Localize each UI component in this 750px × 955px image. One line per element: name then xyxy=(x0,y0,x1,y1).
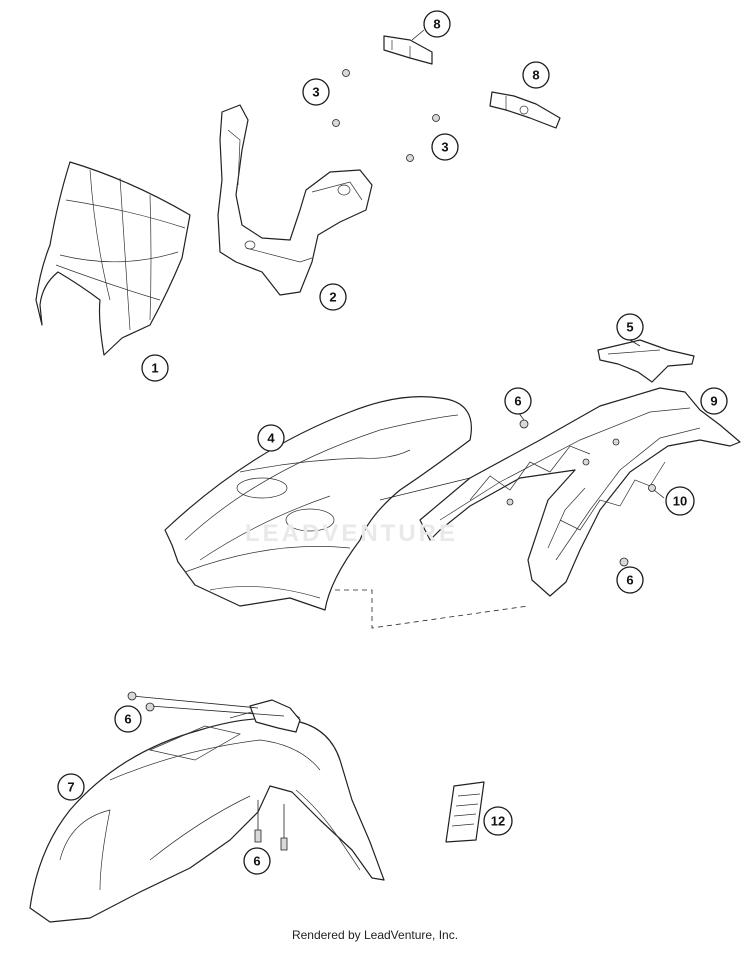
callout-1: 1 xyxy=(141,354,169,382)
part-tank-cover xyxy=(164,396,472,611)
svg-text:12: 12 xyxy=(491,814,505,829)
callout-3: 3 xyxy=(302,78,330,106)
svg-text:10: 10 xyxy=(673,494,687,509)
callout-12: 12 xyxy=(483,806,513,836)
svg-text:9: 9 xyxy=(710,394,717,409)
part-headlight-mask xyxy=(35,161,191,356)
callout-7: 7 xyxy=(57,773,85,801)
callout-6: 6 xyxy=(114,705,142,733)
svg-text:2: 2 xyxy=(329,290,336,305)
callout-4: 4 xyxy=(257,424,285,452)
callout-3: 3 xyxy=(431,133,459,161)
svg-text:5: 5 xyxy=(626,320,633,335)
part-headlight-bracket xyxy=(217,104,373,296)
svg-text:7: 7 xyxy=(67,780,74,795)
svg-text:8: 8 xyxy=(532,68,539,83)
part-fender-mount xyxy=(127,691,301,851)
svg-text:6: 6 xyxy=(514,394,521,409)
svg-text:6: 6 xyxy=(253,854,260,869)
assembly-line-tank xyxy=(335,589,529,629)
svg-text:3: 3 xyxy=(441,140,448,155)
callout-6: 6 xyxy=(504,387,532,415)
leader-10 xyxy=(653,489,665,499)
svg-text:4: 4 xyxy=(267,431,275,446)
svg-text:8: 8 xyxy=(433,17,440,32)
svg-text:1: 1 xyxy=(151,361,158,376)
callout-2: 2 xyxy=(319,283,347,311)
callout-8: 8 xyxy=(423,10,451,38)
svg-text:3: 3 xyxy=(312,85,319,100)
callout-6: 6 xyxy=(243,847,271,875)
watermark: LEADVENTURE xyxy=(245,520,459,547)
part-reflector xyxy=(445,781,485,843)
svg-text:6: 6 xyxy=(626,573,633,588)
part-clamp-upper xyxy=(383,35,433,65)
part-screws-3 xyxy=(332,69,440,162)
callout-6: 6 xyxy=(616,566,644,594)
callout-9: 9 xyxy=(700,387,728,415)
leader-tank-subframe xyxy=(379,477,471,501)
part-bracket-5 xyxy=(597,339,695,383)
footer-credit: Rendered by LeadVenture, Inc. xyxy=(291,928,459,942)
leader-8a xyxy=(411,29,425,41)
callout-10: 10 xyxy=(665,486,695,516)
callout-8: 8 xyxy=(522,61,550,89)
leader-5 xyxy=(629,339,641,347)
part-clamp-lower xyxy=(489,91,561,129)
svg-text:6: 6 xyxy=(124,712,131,727)
part-front-fender xyxy=(29,703,385,923)
callout-5: 5 xyxy=(616,313,644,341)
part-screws-6-10 xyxy=(506,419,656,567)
